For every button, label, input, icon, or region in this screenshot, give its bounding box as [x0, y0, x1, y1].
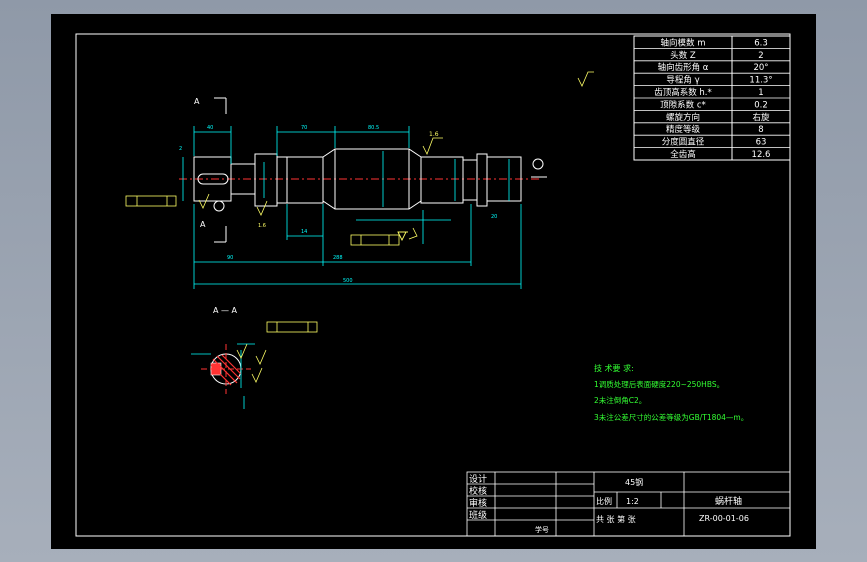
param-value: 20° [753, 63, 768, 73]
section-cut-label-top: A [194, 97, 200, 106]
param-value: 12.6 [752, 150, 771, 160]
svg-text:500: 500 [343, 278, 353, 284]
tb-drawing-no: ZR-00-01-06 [699, 514, 749, 523]
bearing-seat-right [476, 153, 488, 207]
tb-row-design: 设计 [469, 473, 487, 485]
tb-row-check: 校核 [469, 485, 487, 497]
param-label: 分度圆直径 [662, 137, 705, 148]
tb-row-review: 审核 [469, 497, 487, 509]
param-value: 右旋 [752, 112, 770, 123]
svg-text:90: 90 [227, 255, 233, 261]
svg-text:70: 70 [301, 125, 307, 131]
param-value: 6.3 [754, 38, 768, 48]
param-value: 8 [758, 125, 763, 135]
dimension-values: 40 70 80.5 288 500 90 14 20 2 [179, 125, 497, 284]
tech-req-title: 技 术要 求: [594, 363, 634, 373]
shaft-main-view [179, 148, 541, 210]
dimensions [182, 126, 522, 289]
tb-scale-label: 比例 [596, 496, 612, 506]
param-value: 63 [756, 138, 767, 148]
param-label: 螺旋方向 [666, 112, 700, 123]
roughness-symbols [198, 71, 594, 241]
tb-sheets: 共 张 第 张 [596, 514, 636, 524]
shaft-right-end [486, 156, 522, 202]
param-label: 头数 Z [670, 50, 696, 61]
tb-scale-value: 1:2 [626, 497, 639, 506]
section-title: A — A [213, 306, 238, 315]
title-block [466, 471, 791, 537]
tb-row-class: 班级 [469, 509, 487, 521]
param-label: 导程角 γ [666, 75, 699, 86]
svg-text:14: 14 [301, 229, 307, 235]
tolerance-frame-mid [350, 234, 400, 246]
roughness-main: 1.6 [429, 131, 439, 138]
param-label: 精度等级 [666, 124, 701, 135]
section-markers [214, 97, 227, 243]
param-label: 齿顶高系数 h.* [654, 87, 712, 98]
drawing-sheet: 轴向模数 m 6.3 头数 Z 2 轴向齿形角 α 20° 导程角 γ 11.3° 齿顶高系数 … [51, 14, 816, 549]
tech-req-2: 2未注倒角C2。 [594, 395, 646, 405]
svg-text:2: 2 [179, 146, 182, 152]
svg-text:40: 40 [207, 125, 213, 131]
bearing-seat-left [254, 153, 278, 207]
param-label: 轴向模数 m [661, 37, 706, 48]
drawing-canvas: 轴向模数 m 6.3 头数 Z 2 轴向齿形角 α 20° 导程角 γ 11.3° 齿顶高系数 … [75, 33, 791, 537]
param-value: 0.2 [754, 100, 768, 110]
param-label: 顶隙系数 c* [660, 99, 706, 110]
section-view [191, 321, 318, 409]
title-block-text: 设计 校核 审核 班级 学号 45钢 比例 1:2 共 张 第 张 蜗杆轴 ZR… [469, 473, 749, 534]
param-value: 11.3° [749, 76, 772, 86]
tolerance-frame-left [125, 195, 177, 207]
technical-requirements: 技 术要 求: 1调质处理后表面硬度220~250HBS。 2未注倒角C2。 3… [594, 363, 748, 422]
section-cut-label-bottom: A [200, 220, 206, 229]
tech-req-1: 1调质处理后表面硬度220~250HBS。 [594, 379, 724, 389]
param-label: 轴向齿形角 α [658, 62, 709, 73]
tech-req-3: 3未注公差尺寸的公差等级为GB/T1804—m。 [594, 412, 748, 422]
param-value: 2 [758, 51, 763, 61]
inner-frame [75, 33, 791, 537]
svg-text:288: 288 [333, 255, 343, 261]
svg-text:20: 20 [491, 214, 497, 220]
tb-part-name: 蜗杆轴 [715, 495, 742, 507]
param-label: 全齿高 [670, 149, 696, 160]
keyway [197, 173, 229, 185]
tb-student-no: 学号 [535, 525, 549, 534]
svg-text:80.5: 80.5 [368, 125, 379, 131]
datum-circles [213, 158, 547, 212]
parameter-table: 轴向模数 m 6.3 头数 Z 2 轴向齿形角 α 20° 导程角 γ 11.3° 齿顶高系数 … [633, 35, 791, 161]
roughness-left: 1.6 [258, 223, 266, 229]
param-value: 1 [758, 88, 763, 98]
tb-material: 45钢 [625, 477, 643, 487]
